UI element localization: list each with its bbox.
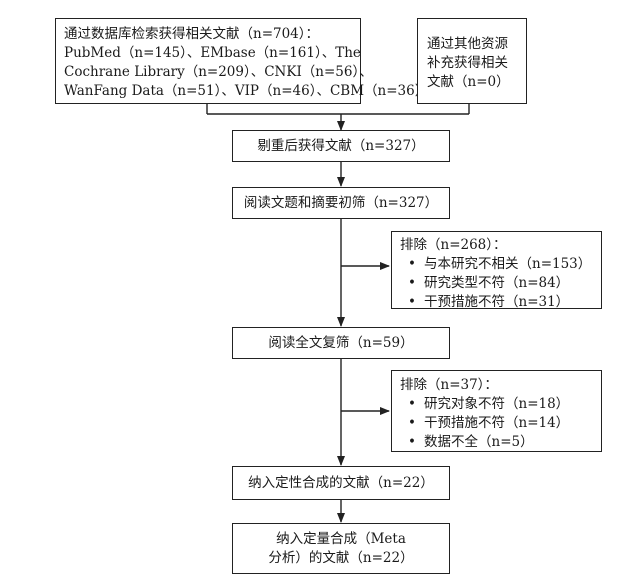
dedup-label: 剔重后获得文献（n=327）	[257, 137, 425, 154]
bullet-icon: •	[408, 256, 416, 272]
database-search-line: Cochrane Library（n=209）、CNKI（n=56）、	[64, 64, 373, 80]
exclusion-box-2: 排除（n=37）： • 研究对象不符（n=18） • 干预措施不符（n=14） …	[391, 370, 602, 452]
exclusion-2-header: 排除（n=37）：	[400, 377, 498, 393]
bullet-icon: •	[408, 415, 416, 431]
exclusion-2-item: • 数据不全（n=5）	[400, 433, 601, 452]
quantitative-synthesis-box: 纳入定量合成（Meta 分析）的文献（n=22）	[232, 523, 450, 574]
database-search-line: PubMed（n=145）、EMbase（n=161）、The	[64, 45, 361, 61]
other-sources-line: 文献（n=0）	[427, 74, 510, 90]
quantitative-synthesis-line: 分析）的文献（n=22）	[268, 549, 414, 566]
title-abstract-screen-box: 阅读文题和摘要初筛（n=327）	[232, 187, 450, 219]
exclusion-2-item-label: 数据不全（n=5）	[424, 434, 534, 450]
quantitative-synthesis-line: 纳入定量合成（Meta	[276, 530, 406, 547]
other-sources-line: 通过其他资源	[427, 36, 508, 52]
bullet-icon: •	[408, 434, 416, 450]
exclusion-1-item: • 研究类型不符（n=84）	[400, 274, 601, 293]
bullet-icon: •	[408, 294, 416, 310]
bullet-icon: •	[408, 396, 416, 412]
exclusion-2-item-label: 干预措施不符（n=14）	[424, 415, 570, 431]
exclusion-box-1: 排除（n=268）： • 与本研究不相关（n=153） • 研究类型不符（n=8…	[391, 231, 602, 312]
database-search-line: WanFang Data（n=51）、VIP（n=46）、CBM（n=36）	[64, 83, 429, 99]
qualitative-synthesis-label: 纳入定性合成的文献（n=22）	[248, 474, 434, 491]
bullet-icon: •	[408, 275, 416, 291]
exclusion-2-item: • 干预措施不符（n=14）	[400, 414, 601, 433]
exclusion-1-item: • 干预措施不符（n=31）	[400, 293, 601, 312]
fulltext-screen-label: 阅读全文复筛（n=59）	[268, 334, 414, 351]
database-search-box: 通过数据库检索获得相关文献（n=704）： PubMed（n=145）、EMba…	[55, 18, 429, 104]
dedup-box: 剔重后获得文献（n=327）	[232, 130, 450, 162]
other-sources-line: 补充获得相关	[427, 55, 508, 71]
fulltext-screen-box: 阅读全文复筛（n=59）	[232, 327, 450, 359]
exclusion-1-header: 排除（n=268）：	[400, 237, 507, 253]
database-search-line: 通过数据库检索获得相关文献（n=704）：	[64, 26, 320, 42]
exclusion-1-item-label: 干预措施不符（n=31）	[424, 294, 570, 310]
qualitative-synthesis-box: 纳入定性合成的文献（n=22）	[232, 466, 450, 500]
exclusion-1-item-label: 研究类型不符（n=84）	[424, 275, 570, 291]
title-abstract-screen-label: 阅读文题和摘要初筛（n=327）	[243, 194, 439, 211]
other-sources-box: 通过其他资源 补充获得相关 文献（n=0）	[417, 18, 527, 104]
exclusion-2-item: • 研究对象不符（n=18）	[400, 395, 601, 414]
exclusion-1-item-label: 与本研究不相关（n=153）	[424, 256, 592, 272]
exclusion-2-item-label: 研究对象不符（n=18）	[424, 396, 570, 412]
exclusion-1-item: • 与本研究不相关（n=153）	[400, 255, 601, 274]
